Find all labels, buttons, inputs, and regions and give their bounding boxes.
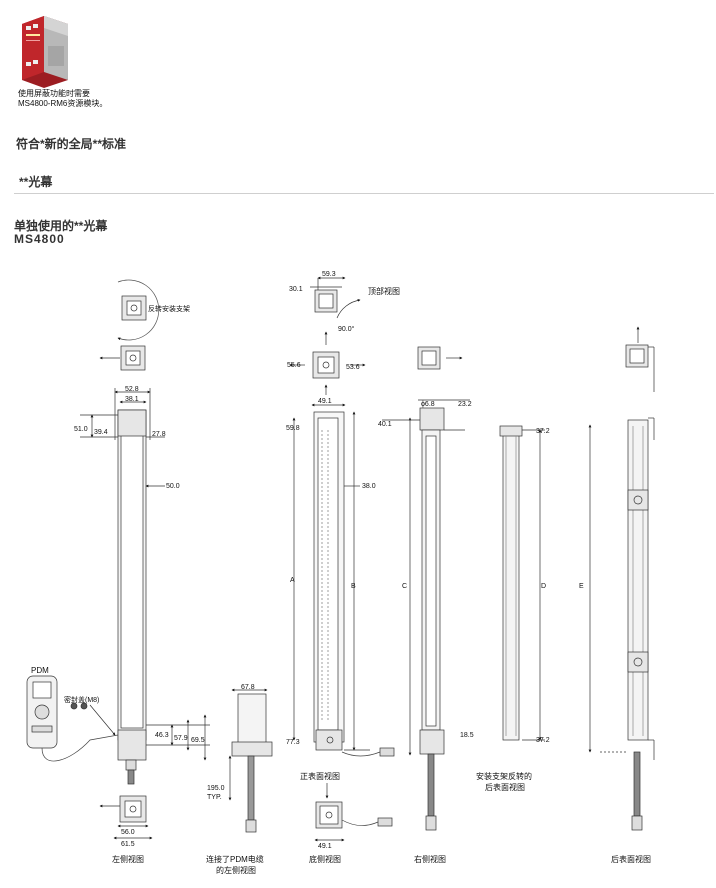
pdm-label: PDM — [31, 666, 49, 675]
dimension-drawing: 59.3 30.1 90.0° 55.6 53.6 52.8 38.1 51.0… — [26, 271, 655, 875]
left-view-pdm-label-2: 的左侧视图 — [216, 865, 256, 875]
dim-d: D — [541, 583, 546, 590]
dim-52-8: 52.8 — [125, 386, 139, 393]
bottom-view-label: 底侧视图 — [309, 854, 341, 864]
front-view-label: 正表面视图 — [300, 771, 340, 781]
dim-38: 38.0 — [362, 483, 376, 490]
dim-55-6: 55.6 — [287, 362, 301, 369]
dim-53-6: 53.6 — [346, 364, 360, 371]
dim-57-9: 57.9 — [174, 735, 188, 742]
dim-38-1: 38.1 — [125, 396, 139, 403]
dim-51: 51.0 — [74, 426, 88, 433]
dim-59-8: 59.8 — [286, 425, 300, 432]
dim-69-5: 69.5 — [191, 737, 205, 744]
dim-39-4: 39.4 — [94, 429, 108, 436]
dim-49-1: 49.1 — [318, 398, 332, 405]
bracket-rotated-icon — [121, 295, 147, 321]
rotate-bracket-label: 反转安装支架 — [148, 304, 190, 313]
dim-typ: TYP. — [207, 794, 222, 801]
dim-18-5: 18.5 — [460, 732, 474, 739]
reversed-view-label-2: 后表面视图 — [485, 782, 525, 792]
dim-40-1: 40.1 — [378, 421, 392, 428]
dim-e: E — [579, 583, 584, 590]
section-divider — [14, 193, 714, 194]
dim-6-8: ϕ6.8 — [421, 401, 435, 408]
dim-67-8: 67.8 — [241, 684, 255, 691]
dim-a: A — [290, 577, 295, 584]
dim-30-1: 30.1 — [289, 286, 303, 293]
module-caption-line2: MS4800-RM6资源模块。 — [18, 99, 108, 108]
standard-heading: 符合*新的全局**标准 — [16, 137, 127, 151]
dim-77-3: 77.3 — [286, 739, 300, 746]
model-title: MS4800 — [14, 232, 65, 246]
top-view-label: 顶部视图 — [368, 286, 400, 296]
dim-27-8: 27.8 — [152, 431, 166, 438]
module-caption: 使用屏蔽功能时需要 MS4800-RM6资源模块。 — [18, 89, 198, 109]
dim-46-3: 46.3 — [155, 732, 169, 739]
left-view-label: 左侧视图 — [112, 854, 144, 864]
left-view-pdm-label-1: 连接了PDM电缆 — [206, 854, 264, 864]
dim-56: 56.0 — [121, 829, 135, 836]
dim-37-2-top: 37.2 — [536, 428, 550, 435]
right-view-label: 右侧视图 — [414, 854, 446, 864]
reversed-view-label-1: 安装支架反转的 — [476, 771, 532, 781]
dim-37-2-bottom: 37.2 — [536, 737, 550, 744]
dim-195: 195.0 — [207, 785, 225, 792]
rear-view-label: 后表面视图 — [611, 854, 651, 864]
standalone-title: 单独使用的**光幕 — [14, 219, 108, 233]
dim-b: B — [351, 583, 356, 590]
resource-module-image — [18, 6, 78, 88]
dim-23-2: 23.2 — [458, 401, 472, 408]
dim-90: 90.0° — [338, 325, 355, 333]
dim-61-5: 61.5 — [121, 841, 135, 848]
dim-c: C — [402, 583, 407, 590]
pdm-device-icon — [26, 675, 119, 762]
dim-59-3: 59.3 — [322, 271, 336, 278]
dim-50: 50.0 — [166, 483, 180, 490]
curtain-heading: **光幕 — [19, 175, 53, 189]
dim-49-1-bottom: 49.1 — [318, 843, 332, 850]
seal-cap-label: 密封盖(M8) — [64, 695, 99, 704]
module-caption-line1: 使用屏蔽功能时需要 — [18, 89, 90, 98]
